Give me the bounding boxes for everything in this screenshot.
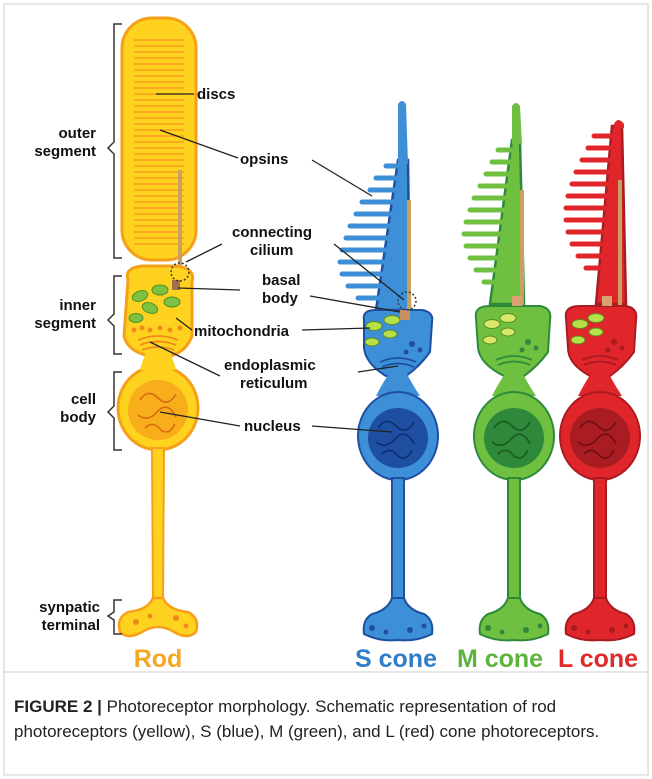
inner-segment-line2: segment xyxy=(34,315,96,332)
s-cone-cell xyxy=(340,101,438,640)
region-brackets xyxy=(108,24,122,634)
rod-discs xyxy=(134,40,184,244)
label-body: body xyxy=(262,290,298,307)
cell-name-m-cone: M cone xyxy=(457,645,543,673)
rod-synaptic-terminal xyxy=(119,598,197,636)
l-cone-basal-body xyxy=(602,296,612,306)
label-cilium: cilium xyxy=(250,242,293,259)
figure-caption: FIGURE 2 | Photoreceptor morphology. Sch… xyxy=(14,694,614,744)
m-cone-nucleus xyxy=(484,408,544,468)
label-endoplasmic: endoplasmic xyxy=(224,357,316,374)
region-label-outer-segment: outer segment xyxy=(34,125,96,160)
l-cone-cell xyxy=(560,120,640,640)
cell-name-rod: Rod xyxy=(134,645,183,673)
figure-border xyxy=(4,4,648,775)
region-label-cell-body: cell body xyxy=(60,391,96,426)
rod-neck xyxy=(140,352,176,370)
synaptic-terminal-line1: synpatic xyxy=(39,599,100,616)
inner-segment-line1: inner xyxy=(59,297,96,314)
m-cone-tip xyxy=(512,103,522,144)
figure-label: FIGURE 2 | xyxy=(14,697,102,716)
bracket-inner-segment xyxy=(108,276,122,354)
l-cone-nucleus xyxy=(570,408,630,468)
leader-opsins-s xyxy=(312,160,372,196)
m-cone-basal-body xyxy=(512,296,522,306)
rod-inner-segment xyxy=(124,266,193,356)
label-connecting: connecting xyxy=(232,224,312,241)
synaptic-terminal-line2: terminal xyxy=(42,617,100,634)
m-cone-cell xyxy=(464,103,554,640)
label-opsins: opsins xyxy=(240,151,288,168)
m-cone-terminal xyxy=(480,598,549,640)
outer-segment-line2: segment xyxy=(34,143,96,160)
rod-cell xyxy=(118,18,198,636)
m-cone-axon xyxy=(508,478,520,600)
label-reticulum: reticulum xyxy=(240,375,308,392)
region-label-inner-segment: inner segment xyxy=(34,297,96,332)
rod-axon xyxy=(152,448,164,600)
label-nucleus: nucleus xyxy=(244,418,301,435)
cell-name-l-cone: L cone xyxy=(558,645,638,673)
s-cone-nucleus xyxy=(368,408,428,468)
s-cone-axon xyxy=(392,478,404,600)
s-cone-tip xyxy=(398,101,408,164)
label-basal: basal xyxy=(262,272,300,289)
cell-name-s-cone: S cone xyxy=(355,645,437,673)
cell-body-line2: body xyxy=(60,409,96,426)
s-cone-basal-body xyxy=(400,310,410,320)
region-label-synaptic-terminal: synpatic terminal xyxy=(39,599,100,634)
cell-body-line1: cell xyxy=(71,391,96,408)
l-cone-tip xyxy=(614,120,624,128)
label-mitochondria: mitochondria xyxy=(194,323,290,340)
s-cone-terminal xyxy=(364,598,433,640)
label-discs: discs xyxy=(197,86,235,103)
outer-segment-line1: outer xyxy=(59,125,97,142)
l-cone-axon xyxy=(594,478,606,600)
bracket-outer-segment xyxy=(108,24,122,258)
caption-text: Photoreceptor morphology. Schematic repr… xyxy=(14,697,599,741)
leader-mito-s xyxy=(302,328,370,330)
l-cone-terminal xyxy=(566,598,635,640)
